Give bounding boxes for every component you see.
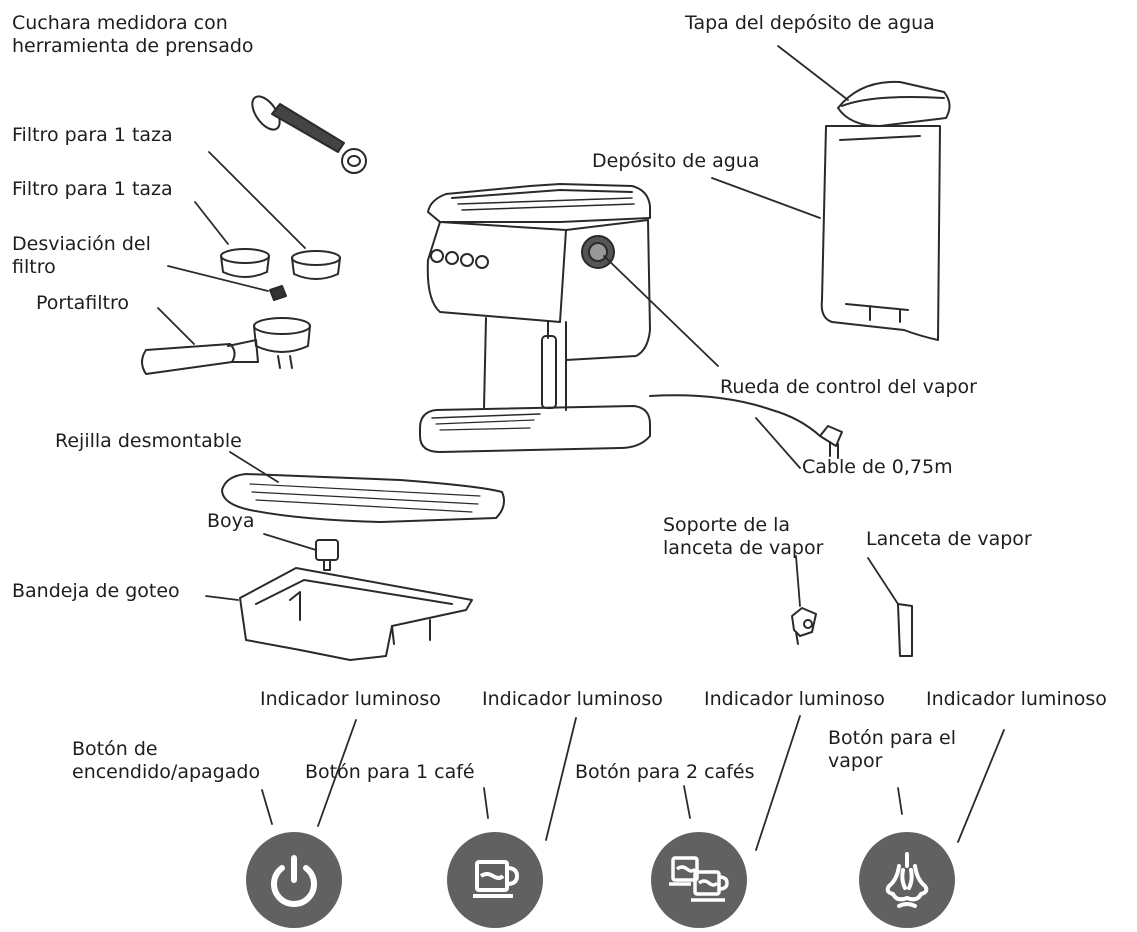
label-scoop-line-1: Cuchara medidora con: [12, 12, 228, 34]
double-cup-icon: [669, 856, 729, 902]
label-scoop-line-2: herramienta de prensado: [12, 35, 254, 57]
power-button[interactable]: [246, 832, 342, 928]
steam-button[interactable]: [859, 832, 955, 928]
label-filter-diverter: Desviación del filtro: [12, 233, 151, 279]
steam-icon: [885, 852, 929, 908]
label-indicator-4: Indicador luminoso: [926, 688, 1107, 710]
diverter-drawing: [269, 285, 287, 301]
label-steam-button: Botón para el vapor: [828, 727, 956, 773]
portafilter-drawing: [141, 317, 311, 375]
label-float: Boya: [207, 510, 255, 532]
label-indicator-3: Indicador luminoso: [704, 688, 885, 710]
leader-lines: [157, 45, 1005, 851]
filter-cup-drawing-2: [291, 250, 341, 280]
label-power-button-line-1: Botón de: [72, 738, 158, 760]
wand-holder-drawing: [791, 607, 817, 645]
label-filter-diverter-line-2: filtro: [12, 256, 56, 278]
label-grille: Rejilla desmontable: [55, 430, 242, 452]
one-coffee-button[interactable]: [447, 832, 543, 928]
scoop-drawing: [251, 95, 367, 174]
label-scoop: Cuchara medidora con herramienta de pren…: [12, 12, 254, 58]
label-power-button: Botón de encendido/apagado: [72, 738, 260, 784]
label-steam-button-line-1: Botón para el: [828, 727, 956, 749]
single-cup-icon: [473, 860, 519, 898]
water-tank-drawing: [820, 80, 951, 341]
label-power-button-line-2: encendido/apagado: [72, 761, 261, 783]
power-icon: [271, 855, 317, 907]
label-indicator-2: Indicador luminoso: [482, 688, 663, 710]
label-wand: Lanceta de vapor: [866, 528, 1032, 550]
label-tank: Depósito de agua: [592, 150, 760, 172]
label-steam-button-line-2: vapor: [828, 750, 883, 772]
steam-wand-drawing: [897, 603, 913, 657]
label-filter-2: Filtro para 1 taza: [12, 178, 173, 200]
grille-drawing: [221, 473, 505, 523]
label-one-coffee-button: Botón para 1 café: [305, 761, 475, 783]
label-filter-diverter-line-1: Desviación del: [12, 233, 151, 255]
label-wand-holder-line-2: lanceta de vapor: [663, 537, 824, 559]
float-drawing: [315, 539, 339, 571]
label-wand-holder: Soporte de la lanceta de vapor: [663, 514, 823, 560]
label-cable: Cable de 0,75m: [802, 456, 953, 478]
label-wand-holder-line-1: Soporte de la: [663, 514, 791, 536]
label-indicator-1: Indicador luminoso: [260, 688, 441, 710]
drip-tray-drawing: [239, 567, 473, 661]
label-filter-1: Filtro para 1 taza: [12, 124, 173, 146]
label-tank-lid: Tapa del depósito de agua: [685, 12, 935, 34]
filter-cup-drawing-1: [220, 248, 270, 278]
espresso-machine-drawing: [419, 183, 843, 459]
label-drip-tray: Bandeja de goteo: [12, 580, 180, 602]
two-coffees-button[interactable]: [651, 832, 747, 928]
label-portafilter: Portafiltro: [36, 292, 130, 314]
label-steam-wheel: Rueda de control del vapor: [720, 376, 977, 398]
label-two-coffees-button: Botón para 2 cafés: [575, 761, 755, 783]
